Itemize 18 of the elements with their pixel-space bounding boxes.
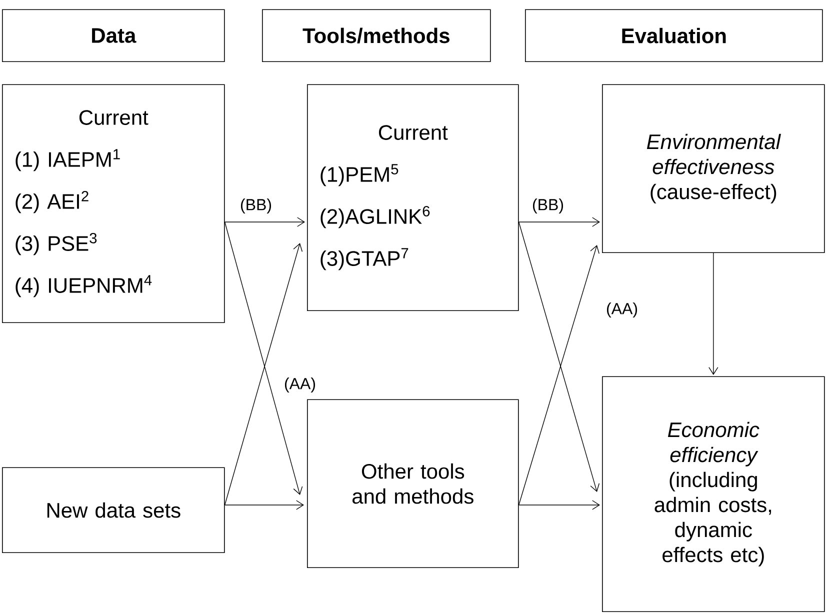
arrow <box>518 500 600 510</box>
header-box: Data <box>2 9 225 62</box>
arrow <box>224 217 305 227</box>
arrow <box>708 252 718 375</box>
arrow <box>224 500 304 510</box>
text-box: New data sets <box>2 467 225 553</box>
list-box: Current (1) IAEPM$^{1}$ (2) AEI$^{2}$ (3) PSE$^{3}$ (4) IUEPNRM$^{4}$ <box>2 84 225 323</box>
edge-label: (AA) <box>605 302 639 318</box>
list-box: Current (1)PEM$^{5}$ (2)AGLINK$^{6}$ (3)GTAP$^{7}$ <box>307 84 519 311</box>
text-box: Economic efficiency (including admin costs, dynamic effects etc) <box>602 376 825 612</box>
text-box: Environmental effectiveness (cause-effect) <box>602 84 825 253</box>
text-box: Other tools and methods <box>307 399 519 568</box>
edge-label: (BB) <box>239 198 273 214</box>
edge-label: (BB) <box>531 198 565 214</box>
arrow <box>518 217 600 227</box>
header-box: Evaluation <box>525 9 823 62</box>
edge-label: (AA) <box>283 376 317 394</box>
header-box: Tools/methods <box>262 9 491 62</box>
